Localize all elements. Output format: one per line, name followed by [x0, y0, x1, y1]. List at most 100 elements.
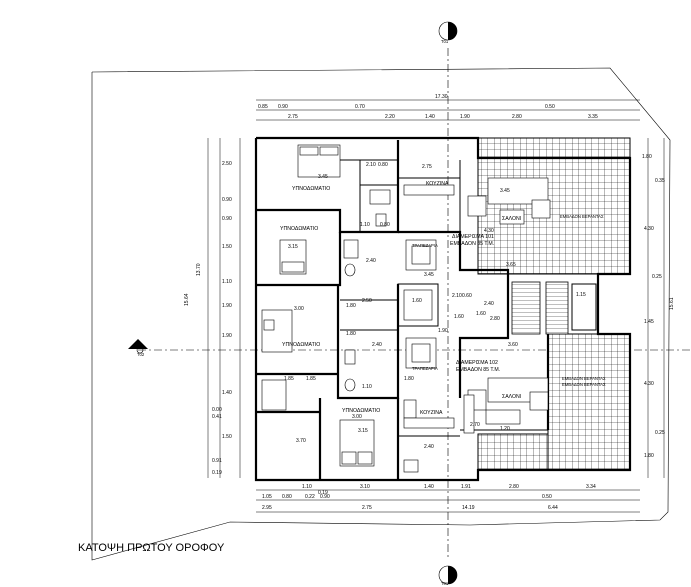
- svg-text:2.10: 2.10: [366, 162, 376, 168]
- section-label-left: T02: [137, 352, 145, 357]
- living-furniture: [403, 177, 551, 434]
- room-label-bedroom-2: ΥΠΝΟΔΩΜΑΤΙΟ: [280, 226, 318, 232]
- svg-text:1.50: 1.50: [222, 244, 232, 250]
- svg-text:0.50: 0.50: [542, 494, 552, 500]
- svg-text:0.80: 0.80: [378, 162, 388, 168]
- svg-text:1.91: 1.91: [461, 484, 471, 490]
- room-label-kitchen-2: ΚΟΥΖΙΝΑ: [420, 410, 443, 416]
- svg-text:1.90: 1.90: [222, 333, 232, 339]
- svg-text:0.25: 0.25: [655, 430, 665, 436]
- section-label-bottom: T01: [441, 581, 449, 586]
- svg-text:3.70: 3.70: [296, 438, 306, 444]
- svg-text:0.19: 0.19: [318, 490, 328, 496]
- svg-text:2.40: 2.40: [366, 258, 376, 264]
- room-label-bedroom-1: ΥΠΝΟΔΩΜΑΤΙΟ: [292, 186, 330, 192]
- svg-text:1.40: 1.40: [222, 390, 232, 396]
- interior-dimensions: 3.45 2.10 0.80 2.75 3.45 1.10 0.80 3.15 …: [284, 162, 586, 450]
- svg-text:0.90: 0.90: [222, 216, 232, 222]
- svg-text:1.85: 1.85: [284, 376, 294, 382]
- svg-text:4.30: 4.30: [644, 381, 654, 387]
- svg-text:1.40: 1.40: [425, 114, 435, 120]
- bottom-dimensions: 1.05 0.80 0.22 0.90 3.10 1.40 1.91 2.80 …: [262, 484, 596, 511]
- room-label-bedroom-4: ΥΠΝΟΔΩΜΑΤΙΟ: [342, 408, 380, 414]
- svg-text:14.19: 14.19: [462, 505, 475, 511]
- svg-text:0.35: 0.35: [655, 178, 665, 184]
- room-label-bedroom-3: ΥΠΝΟΔΩΜΑΤΙΟ: [282, 342, 320, 348]
- svg-text:0.25: 0.25: [652, 274, 662, 280]
- staircase-left: [511, 281, 541, 335]
- svg-text:1.80: 1.80: [346, 303, 356, 309]
- svg-text:1.80: 1.80: [642, 154, 652, 160]
- svg-text:4.30: 4.30: [644, 226, 654, 232]
- svg-text:6.44: 6.44: [548, 505, 558, 511]
- svg-text:1.45: 1.45: [644, 319, 654, 325]
- svg-text:0.70: 0.70: [355, 104, 365, 110]
- svg-text:1.10: 1.10: [302, 484, 312, 490]
- svg-text:4.30: 4.30: [484, 228, 494, 234]
- section-label-top: T01: [441, 39, 449, 44]
- room-label-living-2: ΣΑΛΟΝΙ: [502, 394, 521, 400]
- svg-text:1.60: 1.60: [412, 298, 422, 304]
- room-labels: ΥΠΝΟΔΩΜΑΤΙΟ ΥΠΝΟΔΩΜΑΤΙΟ ΥΠΝΟΔΩΜΑΤΙΟ ΥΠΝΟ…: [280, 181, 606, 416]
- svg-text:1.40: 1.40: [424, 484, 434, 490]
- svg-text:1.15: 1.15: [576, 292, 586, 298]
- svg-text:1.80: 1.80: [644, 453, 654, 459]
- svg-text:0.22: 0.22: [305, 494, 315, 500]
- svg-text:3.65: 3.65: [506, 262, 516, 268]
- svg-text:15.61: 15.61: [669, 297, 675, 310]
- svg-text:2.80: 2.80: [490, 316, 500, 322]
- apartment-101-label: ΔΙΑΜΕΡΙΣΜΑ 101: [452, 234, 494, 240]
- svg-text:2.80: 2.80: [509, 484, 519, 490]
- svg-text:2.80: 2.80: [512, 114, 522, 120]
- svg-text:1.10: 1.10: [222, 279, 232, 285]
- drawing-title: ΚΑΤΟΨΗ ΠΡΩΤΟΥ ΟΡΟΦΟΥ: [78, 542, 225, 554]
- veranda-bottom: [547, 333, 631, 471]
- staircase-right: [545, 281, 569, 335]
- svg-text:0.60: 0.60: [462, 293, 472, 299]
- svg-text:0.50: 0.50: [545, 104, 555, 110]
- svg-text:2.75: 2.75: [362, 505, 372, 511]
- svg-text:2.40: 2.40: [424, 444, 434, 450]
- room-label-dining-2: ΤΡΑΠΕΖΑΡΙΑ: [412, 366, 438, 371]
- svg-text:3.45: 3.45: [500, 188, 510, 194]
- section-mark-bottom: T01: [438, 565, 458, 586]
- svg-text:1.50: 1.50: [222, 434, 232, 440]
- outer-walls: [254, 136, 632, 482]
- svg-text:2.50: 2.50: [362, 298, 372, 304]
- veranda-top-label: ΕΜΒΑΔΟΝ ΒΕΡΑΝΤΑΣ: [560, 214, 604, 219]
- svg-text:1.10: 1.10: [362, 384, 372, 390]
- svg-text:15.64: 15.64: [184, 293, 190, 306]
- top-dimensions: 17.30 0.85 0.90 0.70 0.50 2.75 2.20 1.40…: [258, 94, 598, 120]
- svg-text:3.15: 3.15: [288, 244, 298, 250]
- svg-text:2.40: 2.40: [484, 301, 494, 307]
- room-label-living-1: ΣΑΛΟΝΙ: [502, 216, 521, 222]
- left-dimensions: 13.70 15.64 2.50 0.90 0.90 1.50 1.10 1.9…: [184, 161, 232, 476]
- svg-text:1.80: 1.80: [404, 376, 414, 382]
- svg-text:1.90: 1.90: [222, 303, 232, 309]
- apartment-101-area: ΕΜΒΑΔΟΝ 85 Τ.Μ.: [450, 241, 494, 247]
- svg-text:1.90: 1.90: [460, 114, 470, 120]
- svg-text:3.60: 3.60: [508, 342, 518, 348]
- svg-text:0.41: 0.41: [212, 414, 222, 420]
- svg-text:3.35: 3.35: [588, 114, 598, 120]
- svg-text:0.00: 0.00: [212, 407, 222, 413]
- apartment-102-area: ΕΜΒΑΔΟΝ 85 Τ.Μ.: [456, 367, 500, 373]
- svg-text:2.95: 2.95: [262, 505, 272, 511]
- svg-text:0.91: 0.91: [212, 458, 222, 464]
- svg-text:3.00: 3.00: [352, 414, 362, 420]
- svg-text:0.80: 0.80: [380, 222, 390, 228]
- svg-text:2.20: 2.20: [385, 114, 395, 120]
- bathroom-fixtures: [343, 189, 419, 473]
- svg-text:1.60: 1.60: [476, 311, 486, 317]
- svg-text:0.19: 0.19: [212, 470, 222, 476]
- svg-text:3.45: 3.45: [424, 272, 434, 278]
- svg-text:13.70: 13.70: [196, 263, 202, 276]
- svg-text:1.05: 1.05: [262, 494, 272, 500]
- svg-text:1.90: 1.90: [438, 328, 448, 334]
- svg-text:0.85: 0.85: [258, 104, 268, 110]
- bedroom-furniture: [261, 144, 375, 467]
- veranda-bottom-strip: [477, 433, 549, 471]
- apartment-102-label: ΔΙΑΜΕΡΙΣΜΑ 102: [456, 360, 498, 366]
- svg-text:0.80: 0.80: [282, 494, 292, 500]
